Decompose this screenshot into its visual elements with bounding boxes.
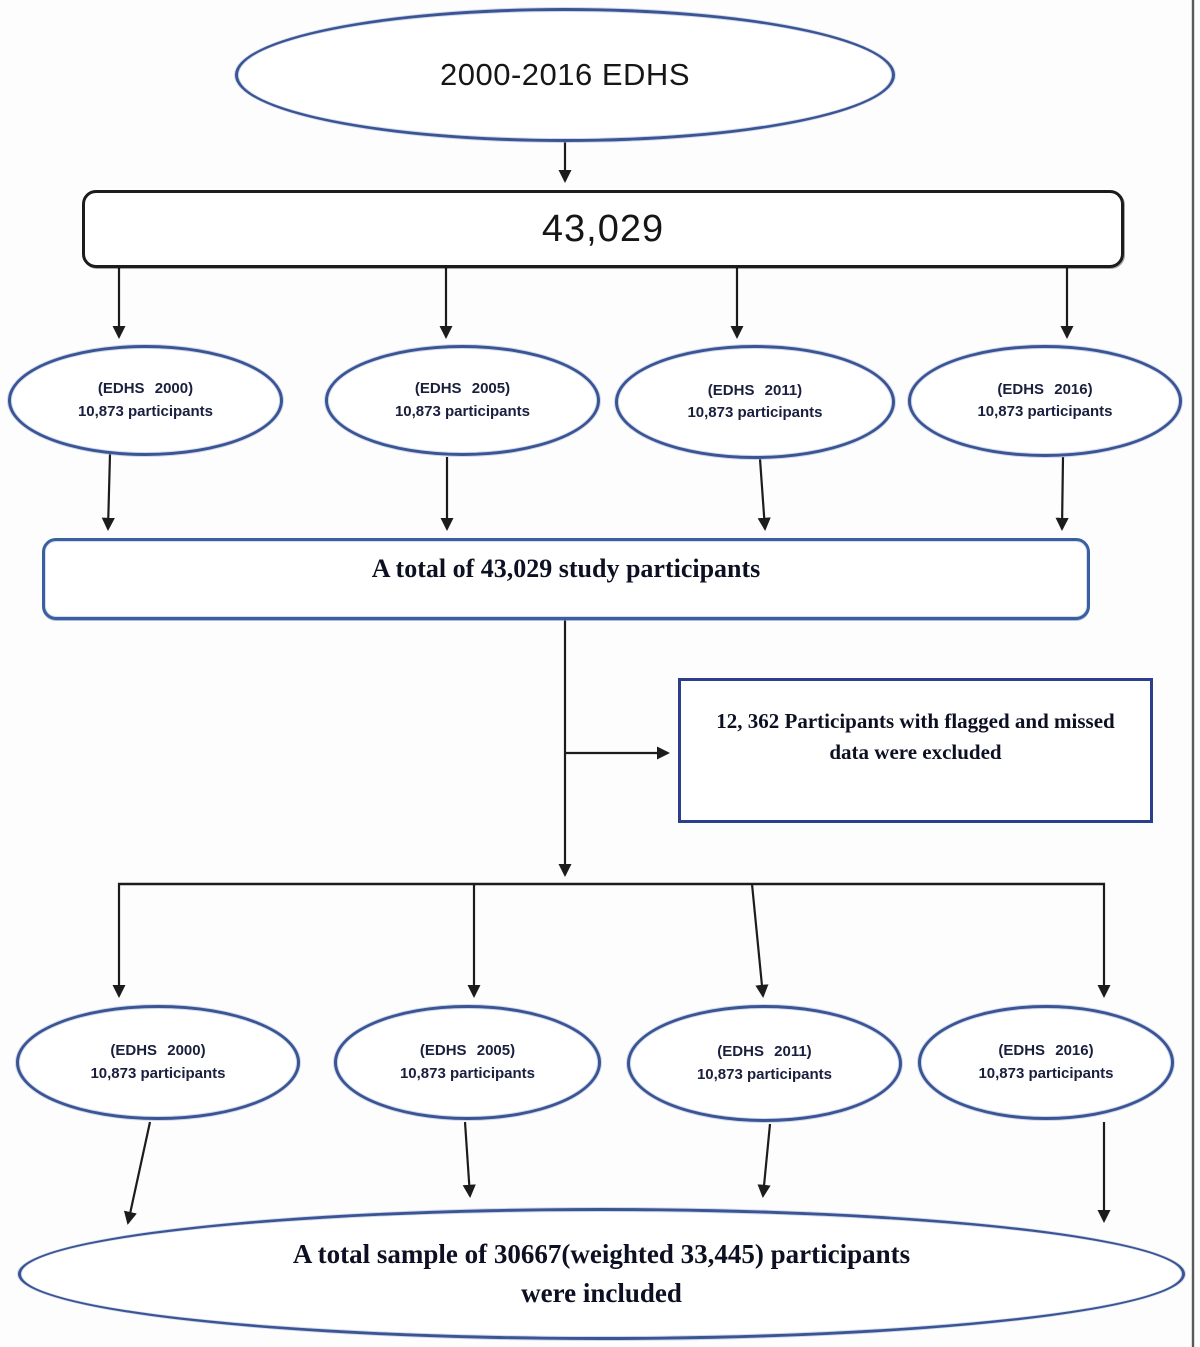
node-source-label: 2000-2016 EDHS: [440, 57, 690, 92]
node-text: (EDHS 2011) 10,873 participants: [697, 1041, 832, 1086]
node-row2-edhs-2000: (EDHS 2000) 10,873 participants: [16, 1005, 300, 1120]
node-row1-edhs-2000: (EDHS 2000) 10,873 participants: [8, 345, 283, 456]
arrow-study-total-to-branch: [558, 620, 670, 877]
node-line2: 10,873 participants: [399, 1064, 536, 1082]
node-row1-edhs-2011: (EDHS 2011) 10,873 participants: [615, 345, 895, 459]
node-row1-edhs-2005: (EDHS 2005) 10,873 participants: [325, 345, 600, 456]
node-line2: 10,873 participants: [977, 403, 1113, 420]
node-text: (EDHS 2000) 10,873 participants: [78, 378, 213, 423]
node-line1: (EDHS 2016): [997, 380, 1093, 398]
node-row2-edhs-2016: (EDHS 2016) 10,873 participants: [918, 1005, 1174, 1120]
node-line2: data were excluded: [829, 739, 1002, 764]
node-line2: 10,873 participants: [978, 1064, 1114, 1082]
node-excluded-box: 12, 362 Participants with flagged and mi…: [678, 678, 1153, 823]
node-line2: 10,873 participants: [90, 1064, 226, 1082]
node-text: (EDHS 2011) 10,873 participants: [687, 380, 822, 425]
node-line1: A total sample of 30667(weighted 33,445)…: [292, 1238, 911, 1269]
node-line1: 12, 362 Participants with flagged and mi…: [716, 709, 1115, 734]
node-line2: 10,873 participants: [696, 1065, 833, 1083]
node-source-ellipse: 2000-2016 EDHS: [235, 8, 895, 142]
node-row1-edhs-2016: (EDHS 2016) 10,873 participants: [908, 345, 1182, 457]
branch-lines-to-row2: [112, 882, 1111, 998]
node-line1: (EDHS 2005): [419, 1042, 516, 1059]
node-line1: (EDHS 2011): [717, 1043, 812, 1060]
node-line2: 10,873 participants: [687, 404, 823, 421]
node-line1: (EDHS 2005): [414, 380, 511, 397]
arrows-pooled-to-row1: [112, 268, 1074, 339]
node-row2-edhs-2005: (EDHS 2005) 10,873 participants: [334, 1005, 601, 1120]
node-text: (EDHS 2016) 10,873 participants: [978, 1040, 1113, 1085]
node-study-total-label: A total of 43,029 study participants: [371, 554, 761, 583]
node-line2: 10,873 participants: [77, 402, 214, 420]
node-line1: (EDHS 2000): [97, 380, 194, 397]
node-text: (EDHS 2005) 10,873 participants: [400, 1040, 535, 1085]
node-pooled-total-box: 43,029: [82, 190, 1124, 268]
arrows-row2-to-final: [123, 1121, 1111, 1225]
node-line2: were included: [521, 1278, 682, 1308]
node-line1: (EDHS 2016): [998, 1042, 1094, 1059]
node-pooled-total-label: 43,029: [541, 207, 665, 250]
node-final-sample-ellipse: A total sample of 30667(weighted 33,445)…: [18, 1208, 1185, 1340]
node-line2: 10,873 participants: [394, 402, 531, 420]
arrows-row1-to-study-total: [101, 453, 1069, 531]
node-line1: (EDHS 2011): [707, 381, 803, 399]
node-study-total-box: A total of 43,029 study participants: [42, 538, 1090, 620]
node-text: (EDHS 2016) 10,873 participants: [977, 379, 1112, 424]
node-text: (EDHS 2000) 10,873 participants: [90, 1040, 225, 1085]
node-text: (EDHS 2005) 10,873 participants: [395, 378, 530, 423]
node-row2-edhs-2011: (EDHS 2011) 10,873 participants: [627, 1005, 902, 1122]
node-line1: (EDHS 2000): [110, 1042, 206, 1059]
